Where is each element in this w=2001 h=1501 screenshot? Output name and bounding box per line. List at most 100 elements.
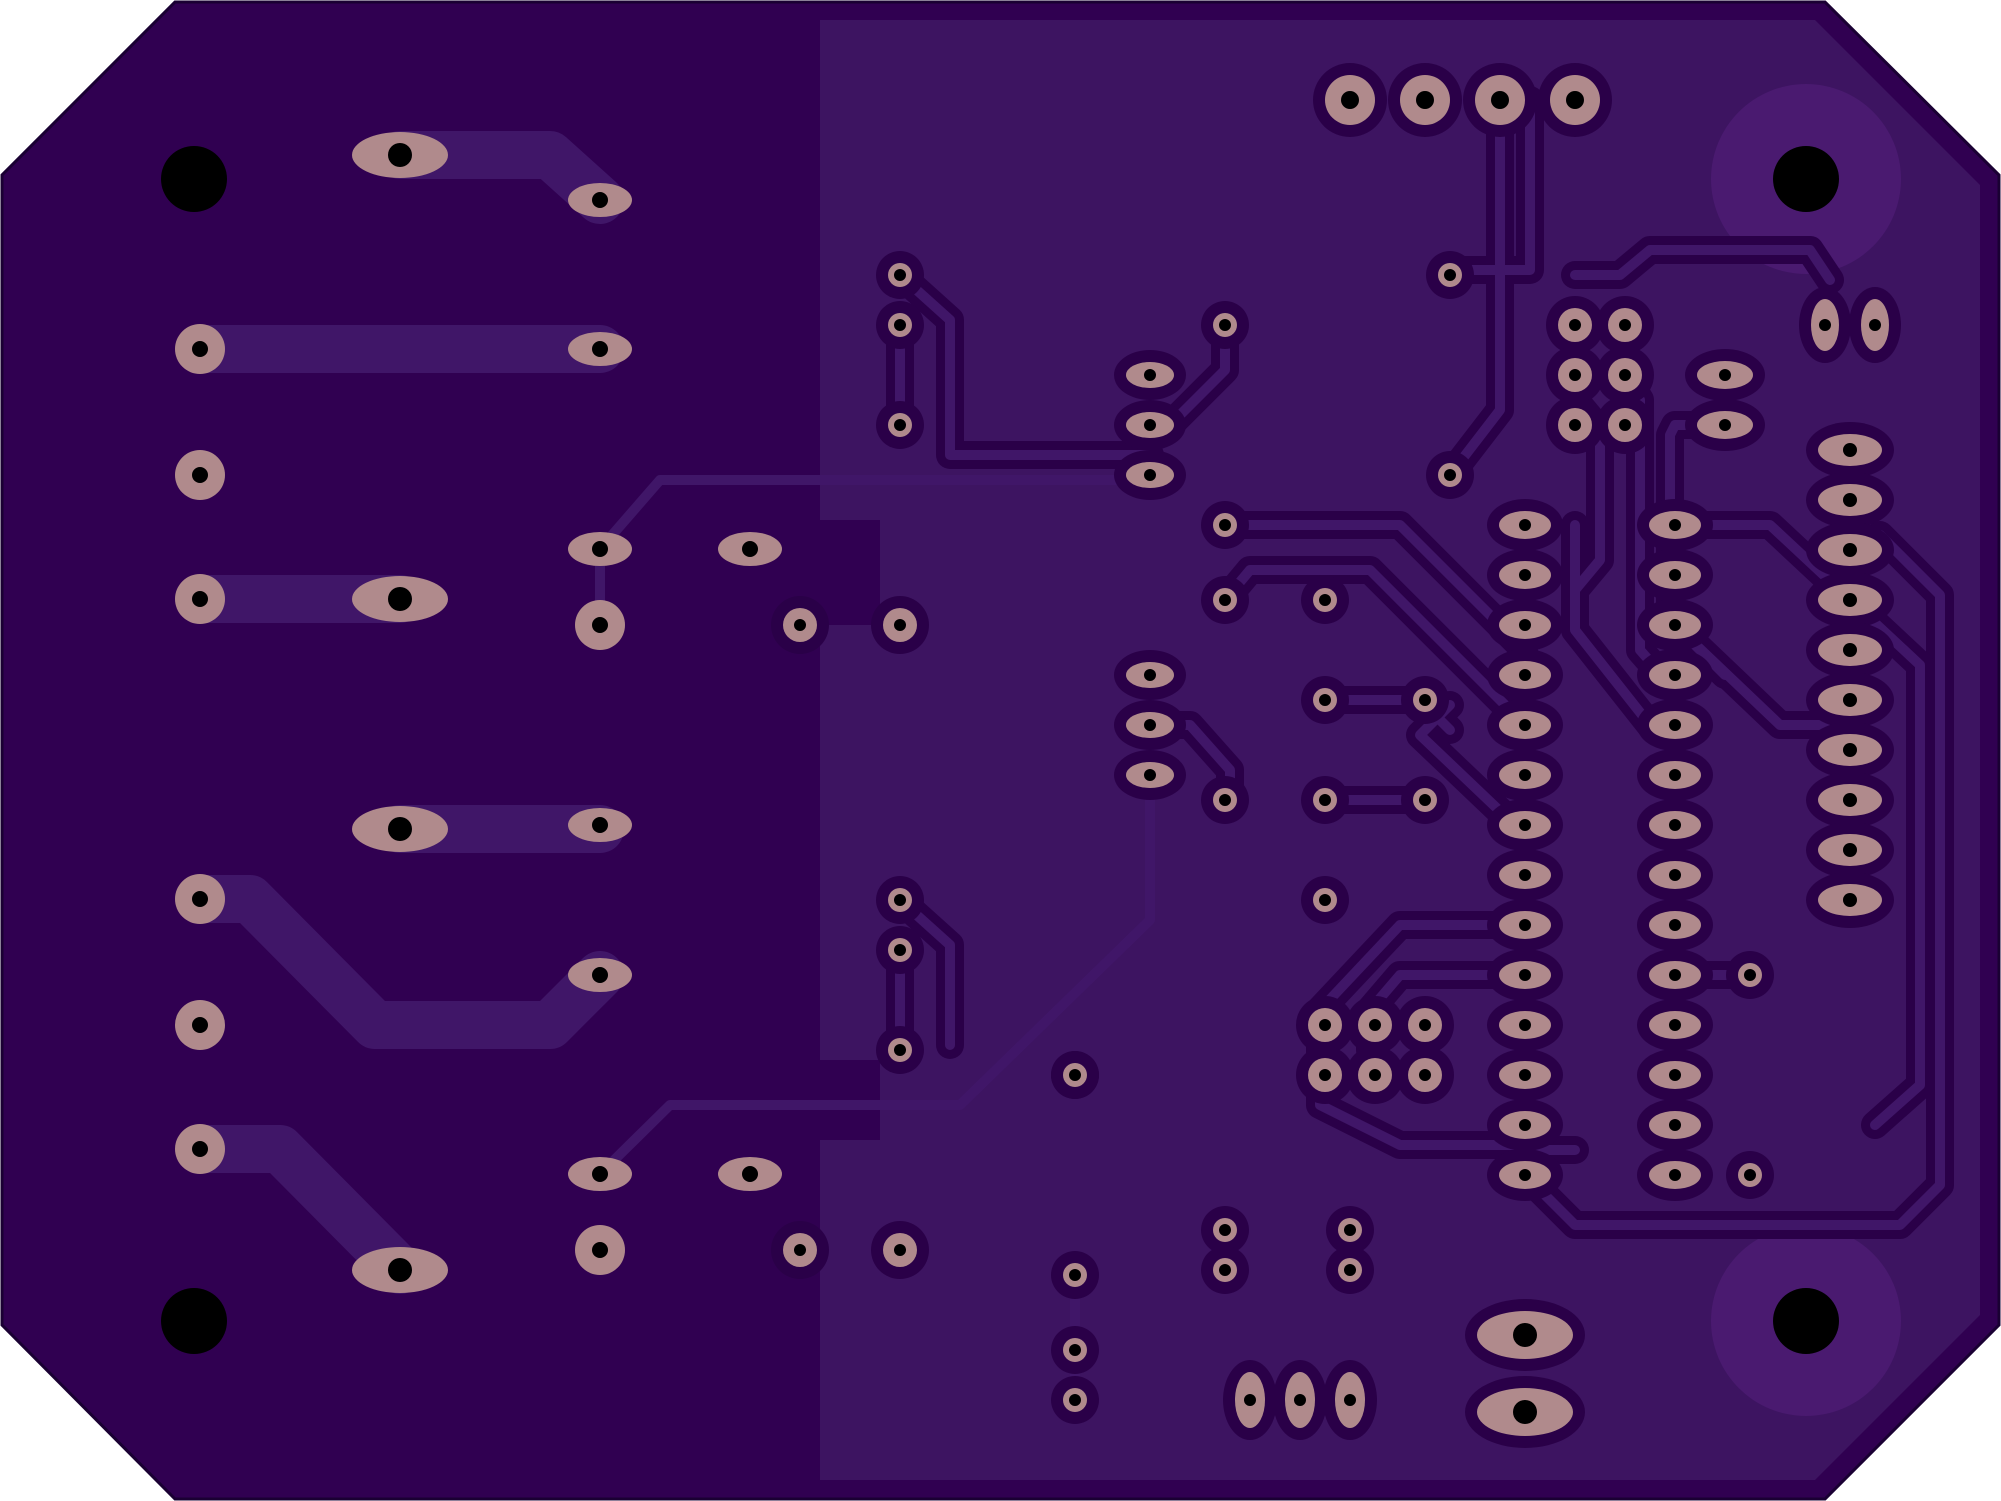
drill-hole <box>388 143 412 167</box>
drill-hole <box>1519 769 1531 781</box>
drill-hole <box>1669 769 1681 781</box>
drill-hole <box>1519 619 1531 631</box>
drill-hole <box>1744 969 1756 981</box>
drill-hole <box>1819 319 1831 331</box>
drill-hole <box>1669 869 1681 881</box>
drill-hole <box>1843 443 1857 457</box>
drill-hole <box>1144 469 1156 481</box>
drill-hole <box>1569 369 1581 381</box>
drill-hole <box>192 1141 208 1157</box>
drill-hole <box>1669 669 1681 681</box>
drill-hole <box>192 1017 208 1033</box>
drill-hole <box>1519 969 1531 981</box>
drill-hole <box>1519 669 1531 681</box>
drill-hole <box>1419 1069 1431 1081</box>
drill-hole <box>1843 493 1857 507</box>
drill-hole <box>1669 569 1681 581</box>
drill-hole <box>1669 1069 1681 1081</box>
drill-hole <box>1369 1019 1381 1031</box>
drill-hole <box>1519 919 1531 931</box>
drill-hole <box>1843 893 1857 907</box>
drill-hole <box>742 1166 758 1182</box>
drill-hole <box>894 944 906 956</box>
drill-hole <box>1566 91 1584 109</box>
drill-hole <box>592 1166 608 1182</box>
drill-hole <box>1219 794 1231 806</box>
drill-hole <box>1669 969 1681 981</box>
drill-hole <box>894 894 906 906</box>
drill-hole <box>1619 319 1631 331</box>
drill-hole <box>592 341 608 357</box>
drill-hole <box>1843 643 1857 657</box>
pads-layer <box>175 63 1901 1448</box>
drill-hole <box>1144 669 1156 681</box>
drill-hole <box>192 341 208 357</box>
drill-hole <box>1669 819 1681 831</box>
drill-hole <box>592 617 608 633</box>
drill-hole <box>1843 843 1857 857</box>
drill-hole <box>1069 1069 1081 1081</box>
mounting-hole-icon <box>161 1288 227 1354</box>
drill-hole <box>1669 719 1681 731</box>
drill-hole <box>1519 1069 1531 1081</box>
drill-hole <box>1669 1019 1681 1031</box>
drill-hole <box>1069 1344 1081 1356</box>
drill-hole <box>742 541 758 557</box>
drill-hole <box>1843 693 1857 707</box>
left-traces <box>176 131 624 1294</box>
mounting-holes <box>161 146 1839 1354</box>
drill-hole <box>794 1244 806 1256</box>
drill-hole <box>1843 793 1857 807</box>
drill-hole <box>1513 1400 1537 1424</box>
drill-hole <box>592 967 608 983</box>
drill-hole <box>1519 719 1531 731</box>
drill-hole <box>1669 619 1681 631</box>
drill-hole <box>1344 1264 1356 1276</box>
drill-hole <box>1843 543 1857 557</box>
drill-hole <box>1144 719 1156 731</box>
drill-hole <box>1669 1119 1681 1131</box>
drill-hole <box>894 1044 906 1056</box>
drill-hole <box>592 541 608 557</box>
drill-hole <box>1519 569 1531 581</box>
drill-hole <box>1491 91 1509 109</box>
drill-hole <box>1319 594 1331 606</box>
drill-hole <box>894 619 906 631</box>
drill-hole <box>1519 1119 1531 1131</box>
drill-hole <box>1319 894 1331 906</box>
drill-hole <box>1319 694 1331 706</box>
drill-hole <box>388 587 412 611</box>
drill-hole <box>388 817 412 841</box>
drill-hole <box>592 817 608 833</box>
drill-hole <box>1144 419 1156 431</box>
drill-hole <box>592 192 608 208</box>
drill-hole <box>894 269 906 281</box>
drill-hole <box>794 619 806 631</box>
drill-hole <box>1219 1264 1231 1276</box>
drill-hole <box>1569 419 1581 431</box>
drill-hole <box>1294 1394 1306 1406</box>
drill-hole <box>1519 1169 1531 1181</box>
drill-hole <box>1244 1394 1256 1406</box>
drill-hole <box>1069 1394 1081 1406</box>
drill-hole <box>192 467 208 483</box>
mounting-hole-icon <box>1773 146 1839 212</box>
drill-hole <box>894 319 906 331</box>
drill-hole <box>1344 1224 1356 1236</box>
drill-hole <box>894 419 906 431</box>
drill-hole <box>894 1244 906 1256</box>
drill-hole <box>1219 519 1231 531</box>
drill-hole <box>1843 743 1857 757</box>
drill-hole <box>1719 419 1731 431</box>
drill-hole <box>1619 419 1631 431</box>
drill-hole <box>1519 869 1531 881</box>
mounting-hole-icon <box>1773 1288 1839 1354</box>
drill-hole <box>1344 1394 1356 1406</box>
drill-hole <box>192 591 208 607</box>
drill-hole <box>1144 769 1156 781</box>
drill-hole <box>1444 469 1456 481</box>
drill-hole <box>1419 694 1431 706</box>
drill-hole <box>1843 593 1857 607</box>
drill-hole <box>1519 819 1531 831</box>
